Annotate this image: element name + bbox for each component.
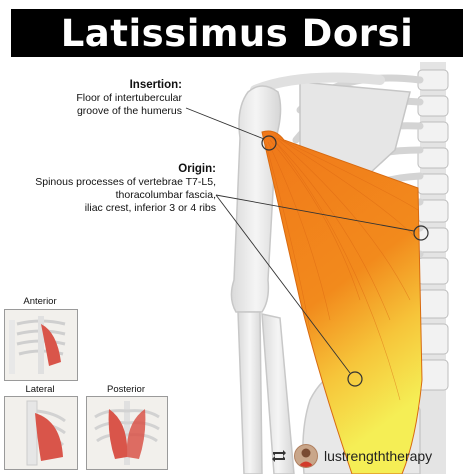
insertion-line-1: Floor of intertubercular	[76, 92, 182, 104]
account-handle[interactable]: lustrengththerapy	[324, 448, 433, 464]
anatomy-illustration	[185, 62, 449, 474]
insertion-marker	[261, 135, 277, 151]
insertion-heading: Insertion:	[129, 79, 182, 91]
origin-marker-iliac	[347, 371, 363, 387]
anterior-view-figure	[9, 316, 66, 374]
forearm	[237, 311, 295, 474]
origin-marker-spine	[413, 225, 429, 241]
muscle-fibers	[265, 136, 419, 401]
origin-line-2: thoracolumbar fascia,	[115, 189, 216, 201]
posterior-view-label: Posterior	[106, 384, 145, 395]
posterior-view-figure	[94, 401, 160, 465]
page-title: Latissimus Dorsi	[60, 11, 414, 55]
lateral-view-thumbnail	[4, 396, 78, 470]
latissimus-dorsi-muscle	[261, 130, 423, 474]
repost-credit: lustrengththerapy	[270, 442, 432, 470]
avatar	[294, 444, 318, 468]
leader-lines	[185, 107, 415, 374]
posterior-view-thumbnail	[86, 396, 168, 470]
insertion-line-2: groove of the humerus	[76, 105, 182, 117]
lateral-view-label: Lateral	[25, 384, 55, 395]
origin-heading: Origin:	[178, 163, 216, 175]
lateral-view-figure	[26, 400, 66, 466]
origin-line-1: Spinous processes of vertebrae T7-L5,	[35, 176, 216, 188]
origin-line-3: iliac crest, inferior 3 or 4 ribs	[84, 202, 216, 214]
insertion-label: Insertion: Floor of intertubercular groo…	[2, 79, 182, 118]
repost-icon	[272, 450, 286, 462]
origin-label: Origin: Spinous processes of vertebrae T…	[1, 163, 216, 215]
anterior-view-thumbnail	[4, 309, 78, 381]
title-banner: Latissimus Dorsi	[11, 9, 463, 57]
anterior-view-label: Anterior	[23, 296, 57, 307]
